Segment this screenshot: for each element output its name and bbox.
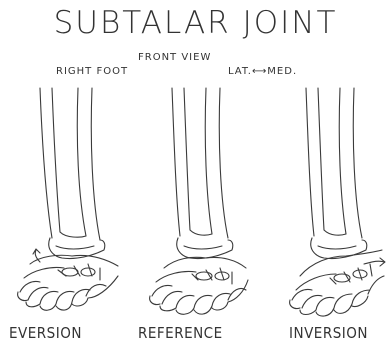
inversion-label: INVERSION bbox=[289, 324, 368, 342]
eversion-label: EVERSION bbox=[9, 324, 82, 342]
reference-foot-drawing bbox=[150, 88, 248, 314]
eversion-foot-drawing bbox=[18, 88, 118, 310]
reference-label: REFERENCE bbox=[138, 324, 223, 342]
inversion-foot-drawing bbox=[290, 88, 385, 316]
